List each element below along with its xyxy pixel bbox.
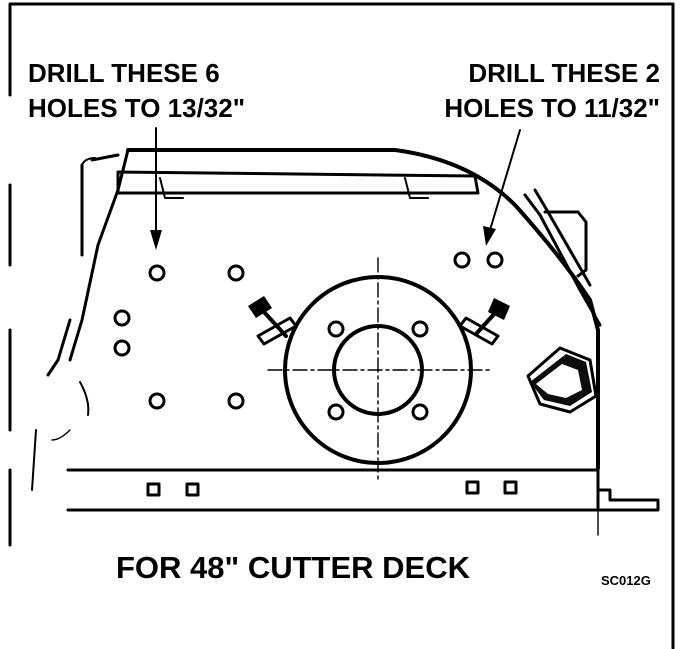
right-callout-line-2: HOLES TO 11/32" bbox=[444, 93, 660, 123]
right-leader-arrow bbox=[483, 129, 521, 246]
left-callout-line-2: HOLES TO 13/32" bbox=[28, 93, 245, 123]
right-bolt bbox=[458, 298, 510, 346]
left-bolt bbox=[248, 296, 298, 346]
six-drill-holes bbox=[113, 264, 245, 410]
frame-border bbox=[8, 2, 675, 649]
two-drill-holes bbox=[453, 251, 504, 269]
left-leader-arrow bbox=[150, 127, 162, 250]
rail-slots bbox=[146, 480, 518, 497]
deck-housing bbox=[31, 148, 660, 536]
corner-block bbox=[526, 346, 598, 414]
left-callout-line-1: DRILL THESE 6 bbox=[28, 58, 220, 88]
right-callout-line-1: DRILL THESE 2 bbox=[468, 58, 660, 88]
center-hub bbox=[267, 257, 491, 481]
hub-bolt-holes bbox=[327, 320, 429, 421]
figure-code: SC012G bbox=[601, 573, 651, 588]
diagram-caption: FOR 48" CUTTER DECK bbox=[116, 550, 471, 585]
